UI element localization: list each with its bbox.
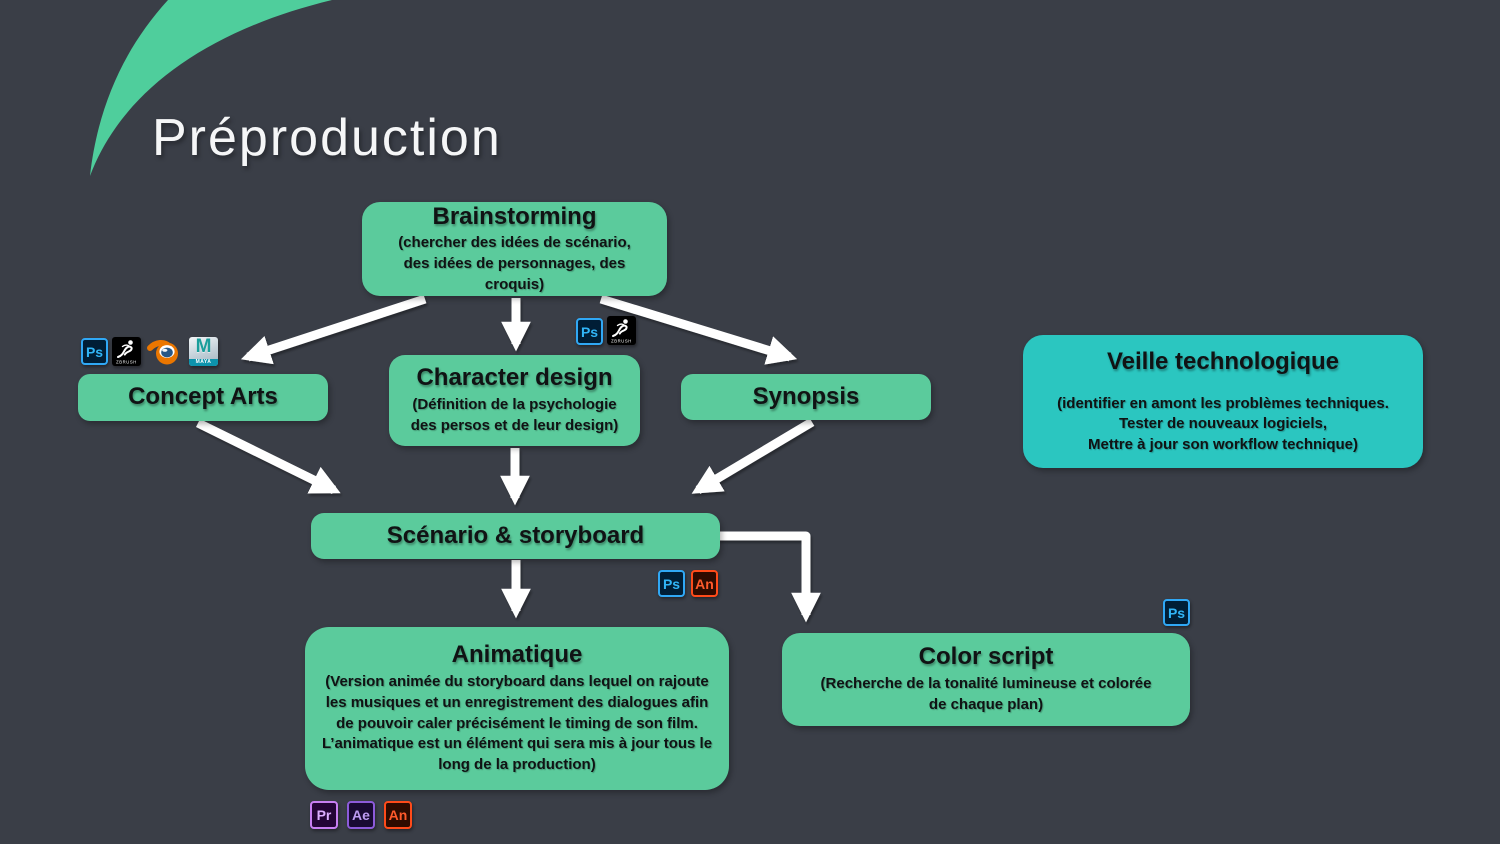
- node-title: Animatique: [451, 641, 583, 669]
- node-synopsis: Synopsis: [681, 374, 931, 420]
- node-color-script: Color script (Recherche de la tonalité l…: [782, 633, 1190, 726]
- photoshop-icon-label: Ps: [85, 343, 104, 360]
- arrow-concept-arts-to-scenario: [196, 418, 341, 495]
- arrow-synopsis-to-scenario: [691, 418, 815, 494]
- after-effects-icon: Ae: [347, 801, 375, 829]
- node-concept-arts: Concept Arts: [78, 374, 328, 421]
- photoshop-icon-label: Ps: [580, 323, 599, 340]
- node-title: Veille technologique: [1106, 348, 1340, 375]
- premiere-icon: Pr: [310, 801, 338, 829]
- zbrush-icon-label: ZBRUSH: [611, 339, 632, 344]
- animate-icon-label: An: [388, 807, 408, 823]
- animate-icon: An: [691, 570, 718, 597]
- arrow-brainstorming-to-synopsis: [599, 294, 798, 365]
- node-scenario-storyboard: Scénario & storyboard: [311, 513, 720, 559]
- node-subtitle: (identifier en amont les problèmes techn…: [1057, 394, 1389, 454]
- node-subtitle: (chercher des idées de scénario, des idé…: [398, 234, 631, 293]
- node-title: Brainstorming: [432, 202, 597, 230]
- photoshop-icon: Ps: [1163, 599, 1190, 626]
- node-subtitle: (Version animée du storyboard dans leque…: [321, 673, 713, 773]
- animate-icon: An: [384, 801, 412, 829]
- arrow-scenario-to-color-script: [718, 531, 821, 623]
- maya-icon-letter: M: [195, 337, 212, 357]
- node-animatique: Animatique (Version animée du storyboard…: [305, 627, 729, 790]
- node-subtitle: (Définition de la psychologie des persos…: [410, 396, 619, 434]
- node-character-design: Character design (Définition de la psych…: [389, 355, 640, 446]
- node-title: Color script: [918, 643, 1054, 671]
- zbrush-icon: ZBRUSH: [607, 316, 636, 345]
- node-title: Synopsis: [752, 382, 860, 410]
- node-title: Character design: [416, 364, 613, 392]
- node-brainstorming: Brainstorming (chercher des idées de scé…: [362, 202, 667, 296]
- maya-icon: M MAYA: [189, 337, 218, 366]
- maya-icon-label: MAYA: [189, 359, 218, 366]
- blender-icon: [147, 338, 180, 366]
- node-title: Scénario & storyboard: [386, 521, 645, 549]
- after-effects-icon-label: Ae: [352, 807, 370, 823]
- zbrush-icon-label: ZBRUSH: [116, 360, 137, 365]
- arrow-brainstorming-to-concept-arts: [240, 294, 427, 365]
- corner-swoosh-decoration: [90, 0, 332, 176]
- page-title: Préproduction: [152, 109, 502, 167]
- photoshop-icon: Ps: [658, 570, 685, 597]
- animate-icon-label: An: [695, 575, 714, 592]
- premiere-icon-label: Pr: [316, 807, 332, 823]
- zbrush-icon: ZBRUSH: [112, 337, 141, 366]
- photoshop-icon: Ps: [81, 338, 108, 365]
- photoshop-icon-label: Ps: [1167, 604, 1186, 621]
- photoshop-icon-label: Ps: [662, 575, 681, 592]
- node-subtitle: (Recherche de la tonalité lumineuse et c…: [820, 675, 1152, 713]
- photoshop-icon: Ps: [576, 318, 603, 345]
- node-title: Concept Arts: [128, 383, 278, 411]
- node-veille-technologique: Veille technologique (identifier en amon…: [1023, 335, 1423, 468]
